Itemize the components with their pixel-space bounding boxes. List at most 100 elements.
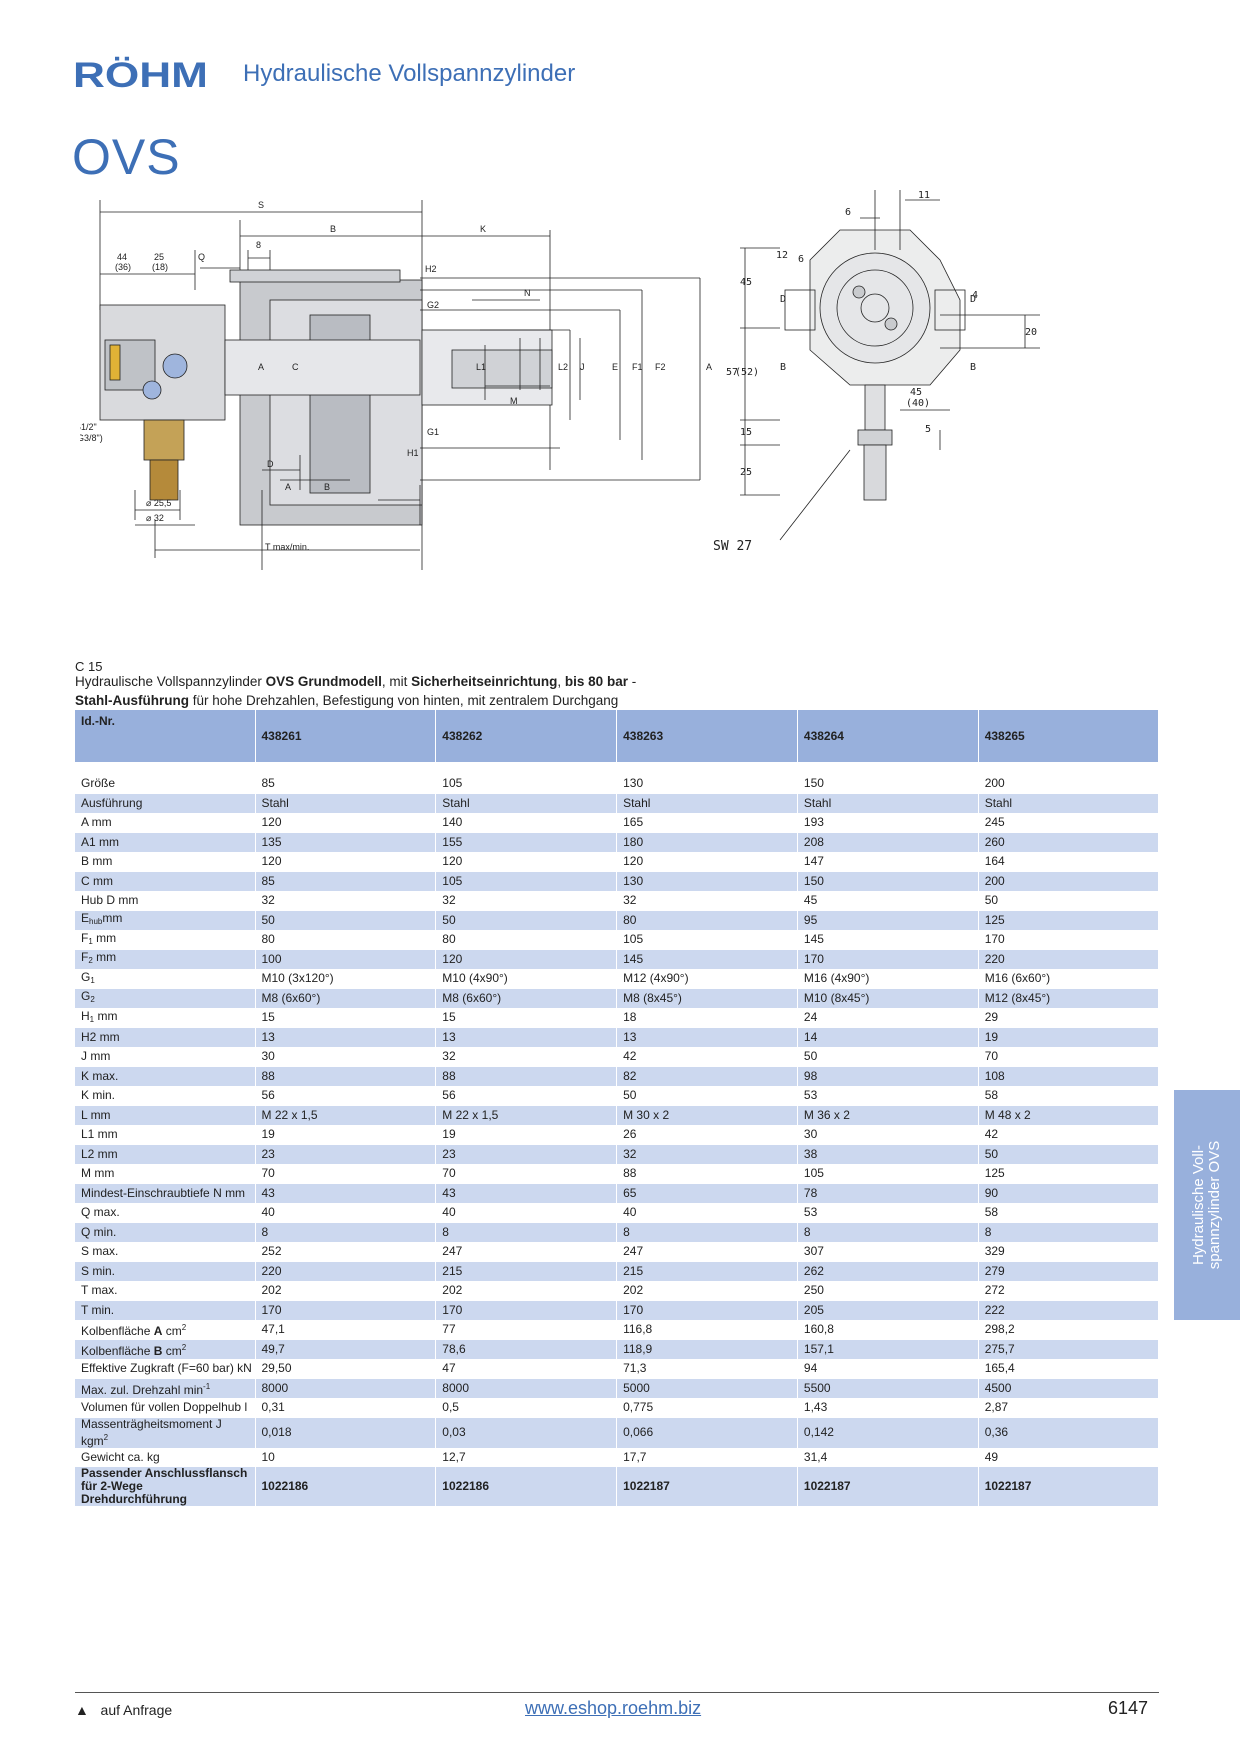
spacer-row [75, 762, 1160, 774]
table-cell: 13 [616, 1027, 798, 1047]
table-cell: 272 [978, 1281, 1160, 1301]
table-cell: 200 [978, 871, 1160, 891]
table-cell: 2,87 [978, 1398, 1160, 1418]
table-cell: 88 [616, 1164, 798, 1184]
table-cell: 4500 [978, 1378, 1160, 1398]
table-cell: 19 [978, 1027, 1160, 1047]
table-cell: 80 [616, 910, 798, 930]
table-cell: M12 (8x45°) [978, 988, 1160, 1008]
row-label: Gewicht ca. kg [75, 1447, 256, 1467]
footer-divider [75, 1692, 1159, 1693]
table-cell: 8 [797, 1222, 979, 1242]
table-cell: 0,5 [435, 1398, 618, 1418]
svg-text:15: 15 [740, 427, 752, 438]
table-cell: 170 [978, 930, 1160, 950]
svg-text:11: 11 [918, 190, 930, 201]
table-cell: 0,31 [255, 1398, 437, 1418]
table-cell: 50 [435, 910, 618, 930]
side-view-labels: S B K Q 44 (36) 25 (18) 8 H2 G2 N L1 L2 … [80, 200, 712, 552]
side-tab: Hydraulische Voll-spannzylinder OVS [1174, 1090, 1240, 1320]
svg-text:(18): (18) [152, 262, 168, 272]
table-cell: 0,018 [255, 1417, 437, 1448]
table-cell: 1022187 [797, 1467, 979, 1506]
table-cell: 307 [797, 1242, 979, 1262]
table-cell: M10 (8x45°) [797, 988, 979, 1008]
table-cell: 58 [978, 1203, 1160, 1223]
table-cell: 279 [978, 1261, 1160, 1281]
svg-text:G2: G2 [427, 300, 439, 310]
table-cell: 88 [435, 1066, 618, 1086]
table-cell: 245 [978, 813, 1160, 833]
table-cell: 130 [616, 871, 798, 891]
footer-link[interactable]: www.eshop.roehm.biz [525, 1698, 702, 1718]
row-label: G1 [75, 969, 256, 989]
table-cell: 49 [978, 1447, 1160, 1467]
table-cell: 0,066 [616, 1417, 798, 1448]
table-cell: 5000 [616, 1378, 798, 1398]
svg-text:SW 27: SW 27 [713, 539, 752, 554]
table-cell: 120 [435, 949, 618, 969]
table-cell: M8 (8x45°) [616, 988, 798, 1008]
svg-text:(36): (36) [115, 262, 131, 272]
table-cell: 1022187 [978, 1467, 1160, 1506]
svg-text:Q: Q [198, 252, 205, 262]
table-cell: 78 [797, 1183, 979, 1203]
table-cell: 155 [435, 832, 618, 852]
table-cell: 13 [435, 1027, 618, 1047]
svg-text:8: 8 [256, 240, 261, 250]
row-label: A mm [75, 813, 256, 833]
table-cell: M16 (6x60°) [978, 969, 1160, 989]
table-cell: 38 [797, 1144, 979, 1164]
table-cell: 65 [616, 1183, 798, 1203]
table-cell: 120 [255, 852, 437, 872]
table-cell: 170 [616, 1300, 798, 1320]
table-cell: 85 [255, 871, 437, 891]
table-cell: 193 [797, 813, 979, 833]
row-label: H2 mm [75, 1027, 256, 1047]
table-cell: 50 [797, 1047, 979, 1067]
header-id: 438264 [797, 710, 979, 762]
table-row: Passender Anschlussflansch für 2-Wege Dr… [75, 1467, 1160, 1506]
table-cell: 147 [797, 852, 979, 872]
row-label: Kolbenfläche A cm2 [75, 1320, 256, 1340]
table-cell: 47 [435, 1359, 618, 1379]
technical-drawing: S B K Q 44 (36) 25 (18) 8 H2 G2 N L1 L2 … [80, 190, 1040, 570]
svg-text:T max/min.: T max/min. [265, 542, 309, 552]
svg-text:H2: H2 [425, 264, 437, 274]
table-cell: 105 [797, 1164, 979, 1184]
row-label: Massenträgheitsmoment J kgm2 [75, 1417, 256, 1448]
table-cell: M 36 x 2 [797, 1105, 979, 1125]
row-label: Ehubmm [75, 910, 256, 930]
svg-text:N: N [524, 288, 531, 298]
row-label: K min. [75, 1086, 256, 1106]
svg-text:G1/2": G1/2" [80, 422, 97, 432]
table-cell: 15 [255, 1008, 437, 1028]
svg-text:⌀ 25,5: ⌀ 25,5 [146, 498, 171, 508]
table-cell: 8 [616, 1222, 798, 1242]
table-cell: 0,03 [435, 1417, 618, 1448]
triangle-icon: ▲ [75, 1702, 89, 1718]
svg-text:44: 44 [117, 252, 127, 262]
table-cell: 13 [255, 1027, 437, 1047]
svg-text:25: 25 [740, 467, 752, 478]
table-cell: 90 [978, 1183, 1160, 1203]
table-cell: 19 [435, 1125, 618, 1145]
row-label: M mm [75, 1164, 256, 1184]
table-cell: 170 [435, 1300, 618, 1320]
svg-text:A: A [285, 482, 291, 492]
table-cell: 29,50 [255, 1359, 437, 1379]
svg-text:20: 20 [1025, 327, 1037, 338]
table-cell: 43 [255, 1183, 437, 1203]
table-cell: 202 [616, 1281, 798, 1301]
spec-table: Id.-Nr. 438261 438262 438263 438264 4382… [75, 710, 1160, 1506]
table-cell: 32 [435, 1047, 618, 1067]
